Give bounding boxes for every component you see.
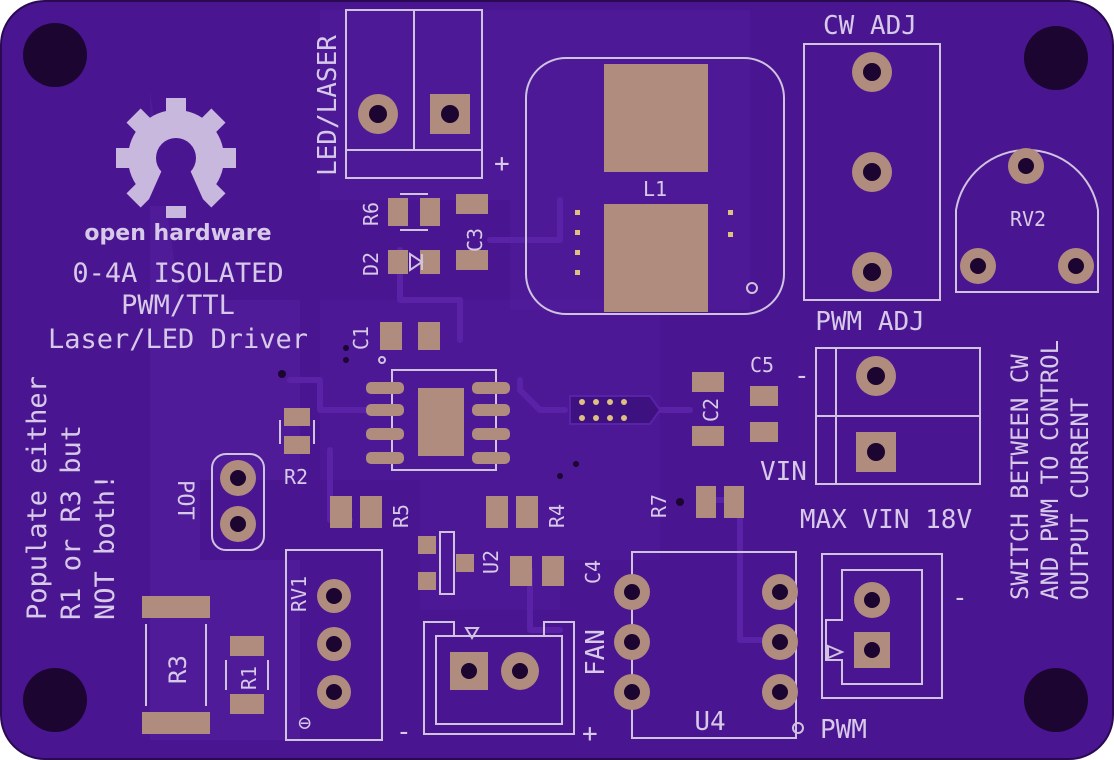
fan-plus: +	[582, 719, 598, 749]
pwm-label: PWM	[820, 715, 867, 745]
pot-label: POT	[172, 480, 197, 520]
pwm-adj-label: PWM ADJ	[815, 307, 925, 337]
mounting-hole-tl	[23, 23, 87, 87]
refdes-r2: R2	[284, 465, 308, 489]
resistor-r2: R2	[279, 408, 315, 489]
title-line-1: 0-4A ISOLATED	[72, 258, 283, 289]
capacitor-c2: C2	[692, 372, 724, 446]
resistor-r4: R4	[486, 496, 569, 528]
mounting-hole-bl	[23, 668, 87, 732]
rv1-mark: ⊖	[298, 711, 311, 736]
note-line-2: R1 or R3 but	[56, 425, 87, 620]
switch-line-1: SWITCH BETWEEN CW	[1006, 354, 1034, 600]
mounting-hole-br	[1024, 668, 1088, 732]
max-vin-label: MAX VIN 18V	[800, 505, 972, 535]
capacitor-c4: C4	[510, 556, 605, 586]
vin-label: VIN	[760, 457, 807, 487]
driver-ic	[366, 369, 510, 471]
switch-line-2: AND PWM TO CONTROL	[1036, 340, 1064, 600]
refdes-r5: R5	[389, 504, 413, 528]
refdes-r4: R4	[545, 504, 569, 528]
refdes-c4: C4	[581, 560, 605, 584]
resistor-r5: R5	[330, 496, 413, 528]
refdes-l1: L1	[643, 177, 667, 201]
led-laser-plus: +	[494, 149, 510, 179]
vin-connector: - VIN MAX VIN 18V	[760, 347, 981, 535]
refdes-c2: C2	[699, 398, 723, 422]
refdes-r7: R7	[647, 494, 671, 518]
test-point-array	[569, 395, 662, 425]
pwm-input-connector: -	[821, 553, 968, 699]
refdes-c1: C1	[349, 326, 373, 350]
switch-note: SWITCH BETWEEN CW AND PWM TO CONTROL OUT…	[1006, 340, 1094, 600]
capacitor-c1: C1	[349, 322, 440, 364]
title-line-3: Laser/LED Driver	[48, 324, 308, 355]
note-line-3: NOT both!	[90, 474, 121, 620]
mounting-hole-tr	[1024, 26, 1088, 90]
vin-minus: -	[794, 361, 810, 391]
pwm-minus: -	[952, 583, 968, 613]
cw-adj-connector: CW ADJ PWM ADJ	[803, 11, 941, 337]
title-line-2: PWM/TTL	[121, 290, 235, 321]
open-hardware-logo: open hardware	[84, 98, 272, 246]
refdes-u4: U4	[694, 707, 725, 737]
mounting-holes	[23, 23, 1088, 732]
r6-c3-d2-group: R6 C3 D2	[359, 193, 488, 276]
refdes-r6: R6	[359, 202, 383, 226]
switch-line-3: OUTPUT CURRENT	[1066, 398, 1094, 600]
resistor-r1: R1	[225, 636, 269, 714]
populate-note: Populate either R1 or R3 but NOT both!	[22, 376, 121, 620]
module-u4: U4 PWM FAN	[581, 551, 867, 745]
refdes-c3: C3	[463, 228, 487, 252]
note-line-1: Populate either	[22, 376, 53, 620]
trimmer-rv2: RV2	[955, 148, 1099, 293]
refdes-c5: C5	[750, 353, 774, 377]
refdes-rv2: RV2	[1010, 207, 1046, 231]
vias	[278, 345, 684, 506]
led-laser-label: LED/LASER	[313, 35, 343, 176]
cw-adj-label: CW ADJ	[823, 11, 917, 41]
fan-minus: -	[396, 717, 412, 747]
refdes-d2: D2	[359, 252, 383, 276]
refdes-r1: R1	[237, 666, 261, 690]
fan-label: FAN	[581, 629, 611, 676]
pot-header: POT	[172, 453, 265, 551]
regulator-u2: U2	[418, 531, 503, 595]
refdes-r3: R3	[164, 655, 192, 684]
resistor-r3: R3	[142, 596, 210, 734]
resistor-r7: R7	[647, 486, 744, 518]
capacitor-c5: C5	[750, 353, 778, 442]
trimmer-rv1: RV1 ⊖	[285, 549, 383, 741]
board-title: 0-4A ISOLATED PWM/TTL Laser/LED Driver	[48, 258, 308, 355]
refdes-rv1: RV1	[287, 576, 311, 612]
fan-connector: - +	[396, 621, 598, 749]
refdes-u2: U2	[479, 550, 503, 574]
copper-pour-left	[150, 90, 300, 740]
led-laser-connector: LED/LASER +	[313, 9, 510, 179]
logo-text: open hardware	[84, 221, 271, 246]
inductor-l1: L1	[525, 57, 785, 315]
